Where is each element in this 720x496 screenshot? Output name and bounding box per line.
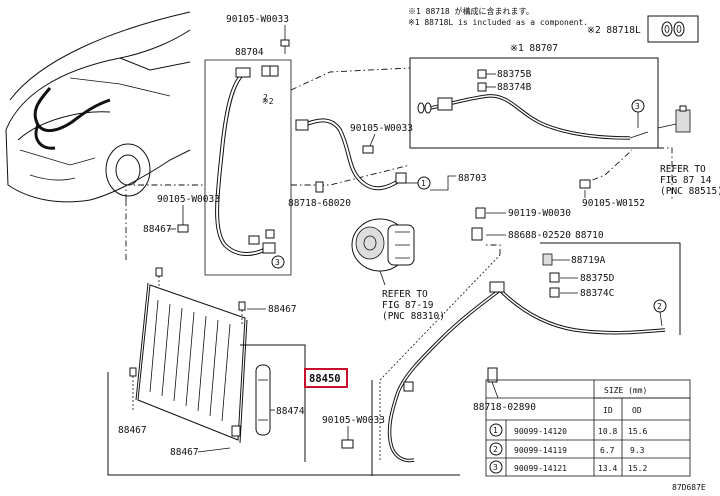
bolt-icon xyxy=(341,439,354,449)
label-88467-a: 88467 xyxy=(143,224,172,235)
receiver-dryer-icon xyxy=(255,364,271,436)
table-row-od: 15.2 xyxy=(628,464,647,473)
label-90119-w0030: 90119-W0030 xyxy=(508,208,571,219)
88707-box xyxy=(409,57,659,149)
pressure-switch-88719a xyxy=(542,253,553,266)
note-line-1: ※1 88718 が構成に含まれます。 xyxy=(408,6,534,16)
label-88718-02890: 88718-02890 xyxy=(473,402,536,413)
label-88467-b: 88467 xyxy=(268,304,297,315)
table-row-part: 90099-14120 xyxy=(514,427,567,436)
svg-text:1: 1 xyxy=(493,426,498,435)
sensor-icon xyxy=(315,181,324,193)
sensor-icon xyxy=(487,367,498,383)
svg-text:3: 3 xyxy=(493,463,498,472)
label-90105-w0033-top: 90105-W0033 xyxy=(226,14,289,25)
bolt-icon xyxy=(177,224,189,233)
label-88450: 88450 xyxy=(309,373,341,385)
label-88703: 88703 xyxy=(458,173,487,184)
bolt-icon xyxy=(362,145,374,154)
svg-text:※2: ※2 xyxy=(262,97,274,106)
cap-icon xyxy=(261,65,279,77)
table-row-ref xyxy=(489,423,503,437)
table-row-part: 90099-14119 xyxy=(514,446,567,455)
cap-88374c xyxy=(549,287,560,298)
size-table-title: SIZE (mm) xyxy=(604,386,647,395)
label-90105-w0033-mid: 90105-W0033 xyxy=(350,123,413,134)
svg-text:2: 2 xyxy=(657,302,662,311)
table-row-id: 6.7 xyxy=(600,446,615,455)
hose-88703-fitting xyxy=(295,119,309,131)
refer-fig-87-19-line1: REFER TO xyxy=(382,289,428,300)
svg-text:3: 3 xyxy=(635,102,640,111)
svg-text:2: 2 xyxy=(493,445,498,454)
cap-88375d xyxy=(549,272,560,283)
label-88718l: ※2 88718L xyxy=(587,25,641,36)
refer-fig-87-19-line3: (PNC 88310) xyxy=(382,311,445,322)
svg-text:3: 3 xyxy=(275,258,280,267)
label-88710: 88710 xyxy=(575,230,604,241)
label-88704: 88704 xyxy=(235,47,264,58)
highlight-88450 xyxy=(304,368,348,388)
refer-fig-87-14-line1: REFER TO xyxy=(660,164,706,175)
label-88375d: 88375D xyxy=(580,273,615,284)
label-88374b: 88374B xyxy=(497,82,532,93)
label-90105-w0033-bot: 90105-W0033 xyxy=(322,415,385,426)
table-row-ref xyxy=(489,460,503,474)
refer-fig-87-19-line2: FIG 87-19 xyxy=(382,300,434,311)
o-ring-pair-icon xyxy=(661,21,685,37)
size-table-col-od: OD xyxy=(632,406,642,415)
hose-fitting-top xyxy=(235,67,251,78)
table-row-od: 15.6 xyxy=(628,427,647,436)
table-row-ref xyxy=(489,442,503,456)
expansion-valve-icon xyxy=(675,105,691,133)
table-row-id: 10.8 xyxy=(598,427,617,436)
label-88375b: 88375B xyxy=(497,69,532,80)
clamp-icon xyxy=(471,227,483,241)
refer-fig-87-14-line3: (PNC 88515) xyxy=(660,186,720,197)
note-line-2: ※1 88718L is included as a component. xyxy=(408,18,588,27)
label-88467-c: 88467 xyxy=(118,425,147,436)
bolt-icon xyxy=(280,39,290,54)
compressor-icon xyxy=(351,218,415,272)
vehicle-illustration xyxy=(5,11,191,203)
figure-code: 87D687E xyxy=(672,483,706,492)
size-table: SIZE (mm) ID OD 1 90099-14120 10.8 15.6 … xyxy=(485,379,691,477)
label-88688-02520: 88688-02520 xyxy=(508,230,571,241)
bolt-icon xyxy=(475,207,486,219)
condenser-icon xyxy=(135,282,248,444)
tube-fitting-left xyxy=(437,97,453,111)
label-88467-d: 88467 xyxy=(170,447,199,458)
refer-fig-87-14-line2: FIG 87 14 xyxy=(660,175,712,186)
hose-fitting-bottom xyxy=(262,242,276,254)
table-row-od: 9.3 xyxy=(630,446,645,455)
table-row-id: 13.4 xyxy=(598,464,617,473)
bolt-icon xyxy=(579,179,591,189)
table-row-part: 90099-14121 xyxy=(514,464,567,473)
size-table-col-id: ID xyxy=(603,406,613,415)
label-90105-w0152: 90105-W0152 xyxy=(582,198,645,209)
label-88374c: 88374C xyxy=(580,288,614,299)
88718l-inset-box xyxy=(647,15,699,43)
label-88707: ※1 88707 xyxy=(510,43,558,54)
label-88474: 88474 xyxy=(276,406,305,417)
cap-88374b xyxy=(477,82,487,92)
svg-text:1: 1 xyxy=(421,179,426,188)
label-88719a: 88719A xyxy=(571,255,606,266)
callout-ref-2a: 2 xyxy=(263,93,268,102)
callout-3-left xyxy=(271,255,285,269)
label-90105-w0033-left: 90105-W0033 xyxy=(157,194,220,205)
cap-88375b xyxy=(477,69,487,79)
label-88718-68020: 88718-68020 xyxy=(288,198,351,209)
